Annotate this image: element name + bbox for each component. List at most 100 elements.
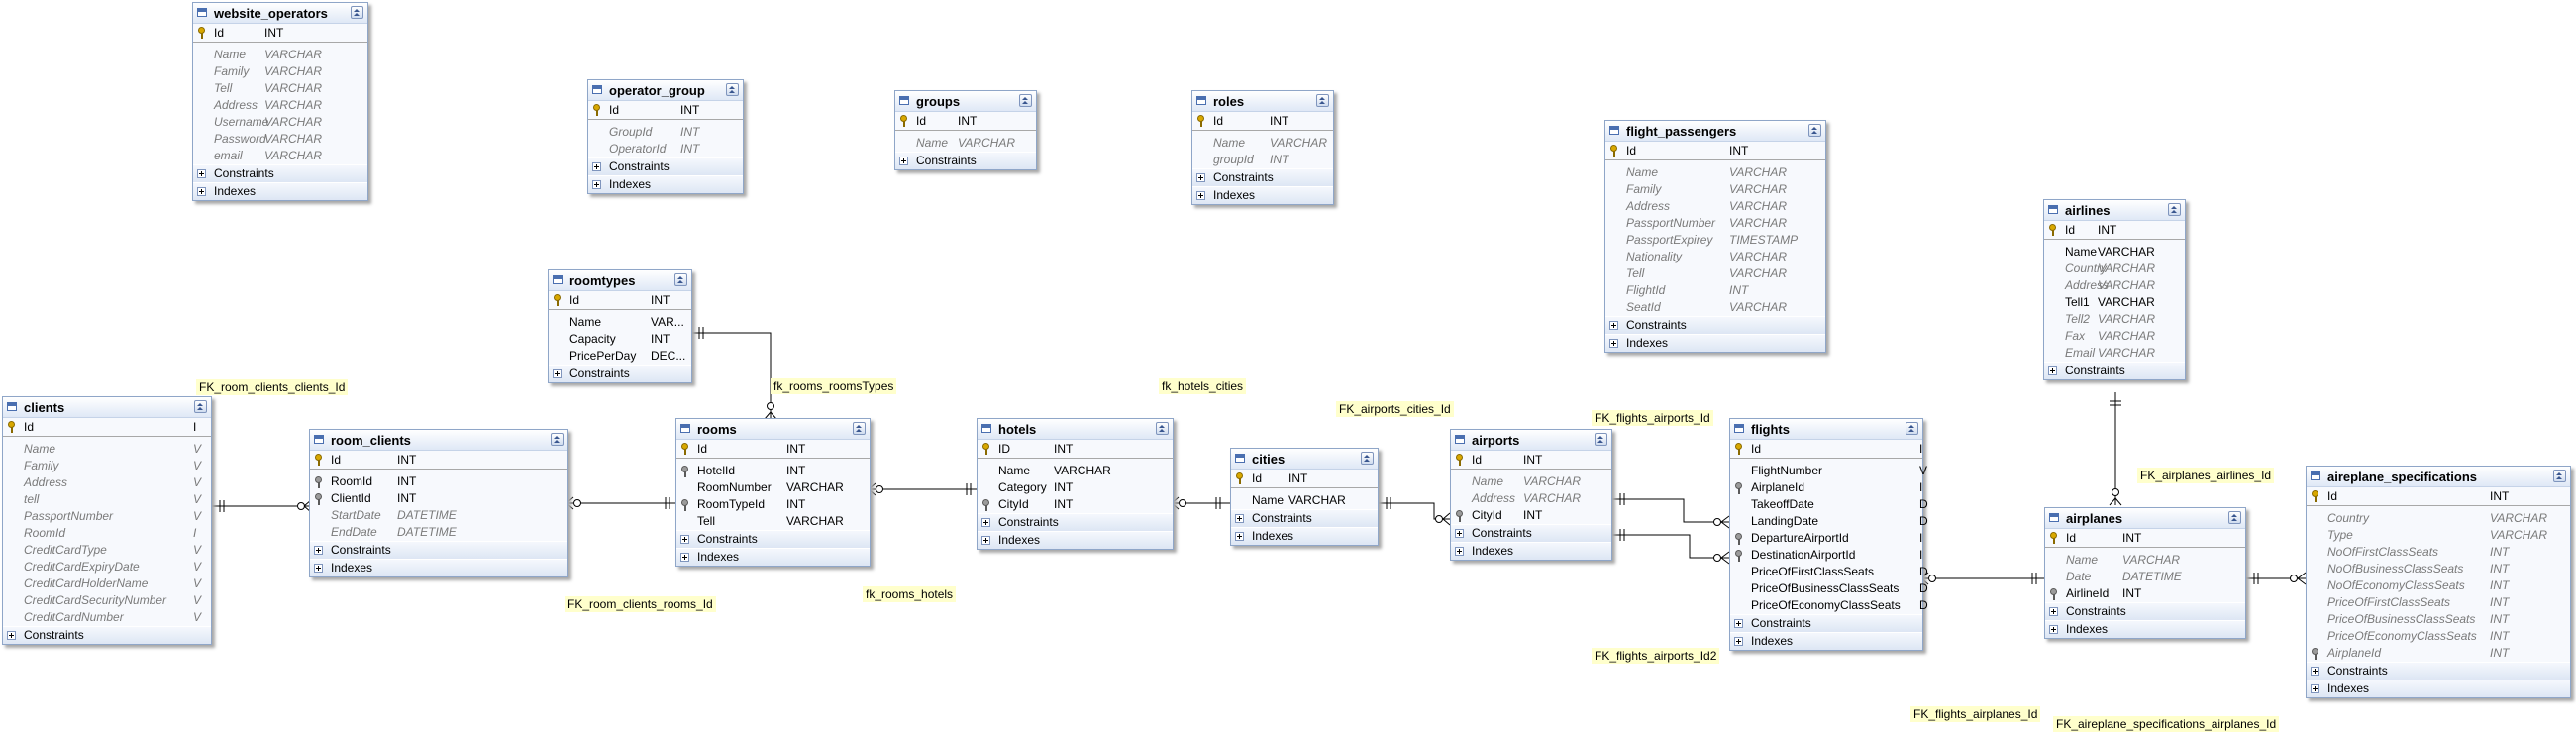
expand-icon[interactable] xyxy=(553,369,562,378)
indexes-section[interactable]: Indexes xyxy=(1192,186,1333,204)
relationship-label[interactable]: FK_airplanes_airlines_Id xyxy=(2137,468,2275,483)
relationship-label[interactable]: FK_flights_airports_Id xyxy=(1592,410,1713,426)
constraints-section[interactable]: Constraints xyxy=(549,365,691,382)
expand-icon[interactable] xyxy=(1455,547,1464,556)
expand-icon[interactable] xyxy=(1609,321,1618,330)
indexes-section[interactable]: Indexes xyxy=(1231,527,1378,545)
table-header[interactable]: airlines xyxy=(2044,200,2185,221)
constraints-section[interactable]: Constraints xyxy=(2307,662,2570,680)
collapse-icon[interactable] xyxy=(726,83,739,96)
expand-icon[interactable] xyxy=(680,553,689,562)
collapse-icon[interactable] xyxy=(1316,94,1329,107)
collapse-icon[interactable] xyxy=(674,273,687,286)
collapse-icon[interactable] xyxy=(194,400,207,413)
collapse-icon[interactable] xyxy=(2553,470,2566,482)
expand-icon[interactable] xyxy=(2311,667,2319,676)
collapse-icon[interactable] xyxy=(351,6,363,19)
expand-icon[interactable] xyxy=(197,187,206,196)
table-header[interactable]: roomtypes xyxy=(549,270,691,291)
relationship-label[interactable]: FK_airports_cities_Id xyxy=(1336,401,1454,417)
table-header[interactable]: aireplane_specifications xyxy=(2307,467,2570,487)
constraints-section[interactable]: Constraints xyxy=(588,157,743,175)
expand-icon[interactable] xyxy=(197,169,206,178)
relationship-label[interactable]: fk_rooms_roomsTypes xyxy=(771,378,897,394)
expand-icon[interactable] xyxy=(1734,619,1743,628)
indexes-section[interactable]: Indexes xyxy=(1730,632,1922,650)
constraints-section[interactable]: Constraints xyxy=(1451,524,1611,542)
relationship-label[interactable]: FK_aireplane_specifications_airplanes_Id xyxy=(2053,716,2280,732)
expand-icon[interactable] xyxy=(592,180,601,189)
collapse-icon[interactable] xyxy=(1019,94,1032,107)
expand-icon[interactable] xyxy=(314,546,323,555)
table-header[interactable]: flights xyxy=(1730,419,1922,440)
indexes-section[interactable]: Indexes xyxy=(2045,620,2245,638)
indexes-section[interactable]: Indexes xyxy=(310,559,567,576)
table-header[interactable]: clients xyxy=(3,397,211,418)
collapse-icon[interactable] xyxy=(1595,433,1607,446)
relationship-label[interactable]: fk_hotels_cities xyxy=(1159,378,1247,394)
constraints-section[interactable]: Constraints xyxy=(1730,614,1922,632)
table-header[interactable]: flight_passengers xyxy=(1605,121,1825,142)
table-header[interactable]: room_clients xyxy=(310,430,567,451)
expand-icon[interactable] xyxy=(1455,529,1464,538)
table-header[interactable]: cities xyxy=(1231,449,1378,470)
relationship-label[interactable]: FK_room_clients_rooms_Id xyxy=(565,596,716,612)
expand-icon[interactable] xyxy=(314,564,323,573)
expand-icon[interactable] xyxy=(981,518,990,527)
constraints-section[interactable]: Constraints xyxy=(676,530,870,548)
collapse-icon[interactable] xyxy=(1156,422,1169,435)
table-header[interactable]: rooms xyxy=(676,419,870,440)
constraints-section[interactable]: Constraints xyxy=(3,626,211,644)
collapse-icon[interactable] xyxy=(551,433,564,446)
constraints-section[interactable]: Constraints xyxy=(1605,316,1825,334)
